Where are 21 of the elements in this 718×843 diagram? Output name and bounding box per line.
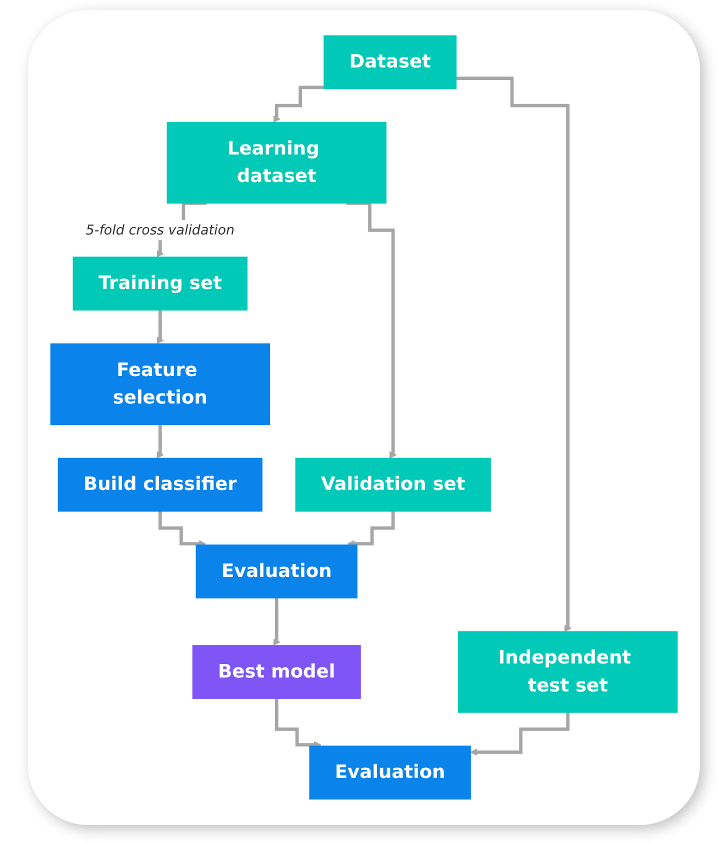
node-box (192, 645, 361, 700)
arrow (156, 422, 164, 459)
node-box (196, 544, 358, 598)
arrow (456, 76, 572, 632)
node-box (458, 631, 678, 713)
arrow (158, 510, 206, 548)
arrow (470, 710, 570, 756)
arrow (274, 696, 322, 749)
card-background: 5-fold cross validation Dataset Learning dataset Independent test set Training set Validation set Feature selection Build classifier Evaluation Best model Evaluation (28, 10, 700, 825)
node-box (72, 256, 248, 311)
arrow (347, 510, 395, 548)
node-box (309, 746, 471, 800)
node-box (58, 458, 262, 512)
arrow (272, 596, 280, 646)
node-box (50, 343, 270, 426)
arrow (272, 86, 324, 123)
arrow (156, 308, 164, 344)
node-box (166, 122, 386, 204)
node-box (295, 458, 491, 512)
node-box (324, 35, 457, 90)
arrow (346, 202, 397, 459)
